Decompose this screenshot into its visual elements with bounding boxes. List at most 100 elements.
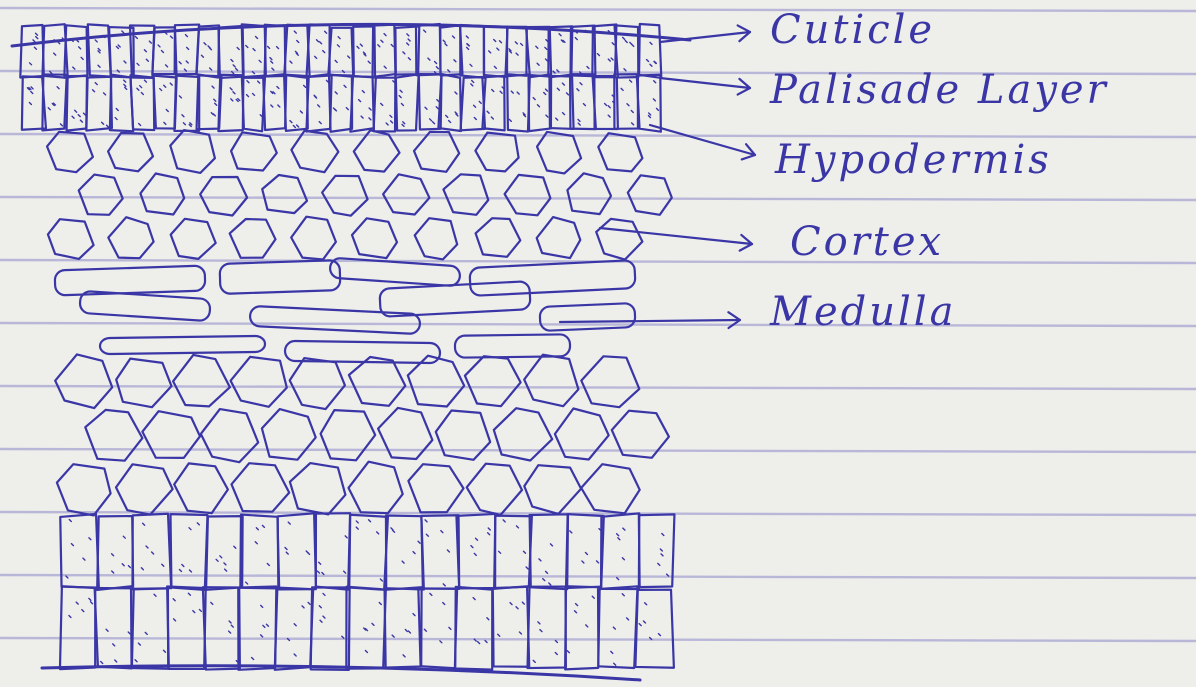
cell-dot	[488, 533, 490, 535]
cell-dot	[441, 531, 443, 533]
cell-dot	[69, 615, 71, 617]
lower-epidermis-cell	[530, 514, 568, 589]
label-cortex: Cortex	[790, 222, 944, 262]
cell-dot	[137, 63, 139, 65]
cortex-cell	[408, 464, 463, 512]
cell-dot	[220, 556, 222, 558]
palisade-cell	[86, 77, 112, 131]
cell-dot	[188, 593, 190, 595]
cell-dot	[285, 547, 287, 549]
cell-dot	[229, 621, 231, 623]
lower-epidermis-cell	[493, 586, 529, 666]
lower-epidermis-cell	[203, 587, 240, 669]
cell-dot	[247, 81, 249, 83]
cell-dot	[138, 643, 140, 645]
cell-dot	[135, 660, 137, 662]
cell-dot	[656, 108, 658, 110]
cell-dot	[426, 534, 428, 536]
palisade-cell	[218, 26, 243, 78]
cortex-cell	[581, 464, 640, 513]
cell-dot	[545, 59, 547, 61]
cell-dot	[546, 115, 548, 117]
cell-dot	[545, 47, 547, 49]
cortex-cell	[55, 354, 112, 408]
label-cuticle: Cuticle	[770, 10, 935, 50]
cell-dot	[261, 605, 263, 607]
cell-dot	[650, 64, 652, 66]
cell-dot	[608, 115, 610, 117]
cell-dot	[116, 47, 118, 49]
cell-dot	[318, 105, 320, 107]
hypodermis-cell	[505, 175, 551, 215]
cell-dot	[622, 594, 624, 596]
cell-dot	[116, 109, 118, 111]
cell-dot	[31, 92, 33, 94]
cell-dot	[258, 81, 260, 83]
cell-dot	[31, 87, 33, 89]
cell-dot	[649, 113, 651, 115]
cell-dot	[472, 81, 474, 83]
cell-dot	[537, 105, 539, 107]
cell-dot	[359, 100, 361, 102]
cell-dot	[526, 567, 528, 569]
cell-dot	[91, 602, 93, 604]
medulla-fibre	[220, 260, 341, 294]
cell-dot	[403, 122, 405, 124]
cell-dot	[290, 121, 292, 123]
cell-dot	[650, 42, 652, 44]
cell-dot	[124, 61, 126, 63]
ruled-line	[0, 8, 1196, 11]
cell-dot	[540, 630, 542, 632]
cell-dot	[158, 45, 160, 47]
cell-dot	[247, 95, 249, 97]
cell-dot	[89, 598, 91, 600]
hypodermis-cell	[262, 175, 307, 213]
cell-dot	[95, 40, 97, 42]
cell-dot	[372, 623, 374, 625]
cell-dot	[428, 58, 430, 60]
cell-dot	[317, 571, 319, 573]
cell-dot	[544, 93, 546, 95]
cell-dot	[613, 627, 615, 629]
cell-dot	[391, 121, 393, 123]
lower-epidermis-cell	[278, 513, 316, 589]
cell-dot	[408, 39, 410, 41]
leader-line	[600, 228, 752, 244]
cell-dot	[255, 542, 257, 544]
cell-dot	[357, 46, 359, 48]
cortex-cell	[201, 409, 258, 462]
palisade-cell	[153, 76, 176, 129]
cell-dot	[143, 523, 145, 525]
cell-dot	[567, 651, 569, 653]
cell-dot	[294, 31, 296, 33]
cell-dot	[447, 550, 449, 552]
cell-dot	[315, 56, 317, 58]
cell-dot	[95, 83, 97, 85]
cell-dot	[137, 88, 139, 90]
cell-dot	[256, 528, 258, 530]
cell-dot	[476, 538, 478, 540]
hypodermis-cell	[596, 219, 642, 260]
cell-dot	[555, 652, 557, 654]
cell-dot	[391, 44, 393, 46]
cell-dot	[322, 573, 324, 575]
cell-dot	[215, 103, 217, 105]
cell-dot	[320, 620, 322, 622]
cell-dot	[300, 111, 302, 113]
palisade-cell	[306, 75, 331, 131]
cell-dot	[73, 67, 75, 69]
cell-dot	[34, 47, 36, 49]
cell-dot	[567, 93, 569, 95]
cell-dot	[537, 63, 539, 65]
cell-dot	[618, 538, 620, 540]
cell-dot	[592, 596, 594, 598]
cell-dot	[173, 599, 175, 601]
cell-dot	[632, 123, 634, 125]
cell-dot	[83, 558, 85, 560]
cell-dot	[123, 536, 125, 538]
cell-dot	[335, 92, 337, 94]
cell-dot	[346, 108, 348, 110]
cell-dot	[125, 87, 127, 89]
cell-dot	[98, 51, 100, 53]
cell-dot	[660, 549, 662, 551]
